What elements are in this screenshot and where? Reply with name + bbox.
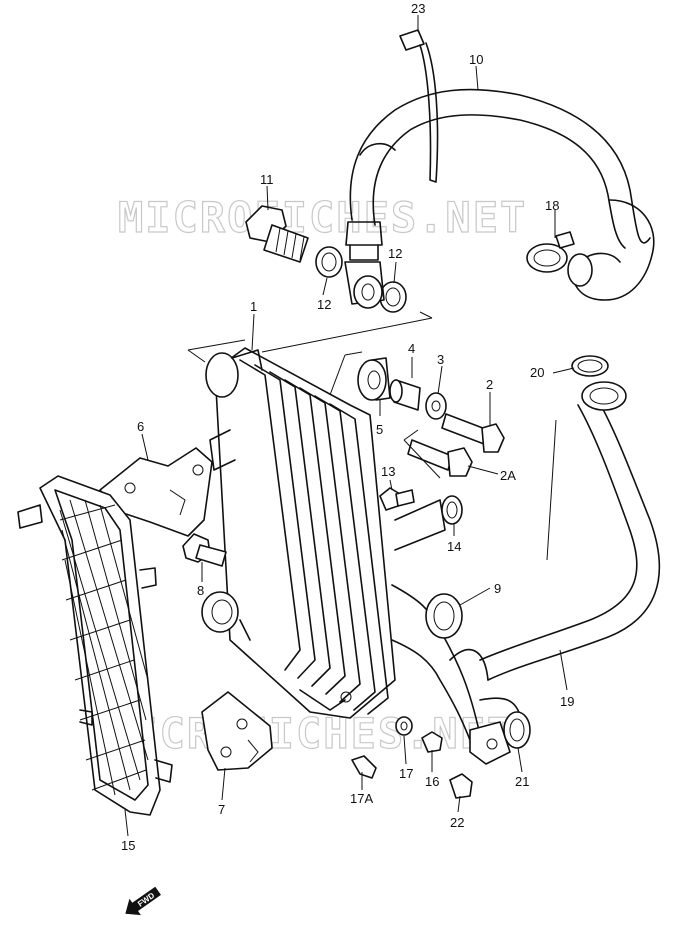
label-part-6: 6 (137, 419, 144, 434)
label-part-8: 8 (197, 583, 204, 598)
part-5-rubber-cushion (357, 357, 391, 401)
label-part-17a: 17A (350, 791, 373, 806)
label-part-12-left: 12 (317, 297, 331, 312)
label-part-5: 5 (376, 422, 383, 437)
label-part-21: 21 (515, 774, 529, 789)
part-8-bolt (182, 533, 227, 567)
label-part-20: 20 (530, 365, 544, 380)
fwd-arrow-icon: FWD (125, 886, 161, 916)
part-22-bolt (449, 773, 473, 799)
assembly-outline (187, 311, 441, 479)
part-21-gasket (503, 711, 531, 749)
label-part-11: 11 (260, 172, 274, 187)
label-part-4: 4 (408, 341, 415, 356)
part-12-washer-right (379, 281, 407, 313)
label-part-10: 10 (469, 52, 483, 67)
part-11-union-bolt (245, 205, 309, 263)
part-2a-bolt (407, 439, 473, 477)
part-23-hose-clip (399, 29, 439, 183)
part-2-bolt (441, 413, 505, 453)
part-17a-bolt (351, 755, 377, 779)
label-part-12-right: 12 (388, 246, 402, 261)
part-12-washer-left (315, 246, 343, 278)
part-18-hose-clamp (526, 231, 575, 273)
label-part-22: 22 (450, 815, 464, 830)
label-part-17: 17 (399, 766, 413, 781)
banjo-fitting (344, 261, 385, 309)
part-15-grille-guard (17, 475, 173, 816)
part-16-bolt (421, 731, 443, 753)
label-part-14: 14 (447, 539, 461, 554)
part-17-washer (395, 716, 413, 736)
label-part-13: 13 (381, 464, 395, 479)
part-4-collar (389, 379, 421, 411)
watermark-top: MICROFICHES.NET (118, 193, 527, 242)
watermark-bottom: MICROFICHES.NET (105, 709, 514, 758)
part-3-washer (425, 392, 447, 420)
label-part-7: 7 (218, 802, 225, 817)
label-part-23: 23 (411, 1, 425, 16)
part-19-oil-pipe (469, 381, 661, 765)
label-part-15: 15 (121, 838, 135, 853)
part-20-o-ring (571, 355, 609, 377)
label-part-16: 16 (425, 774, 439, 789)
part-13-bolt (379, 487, 415, 511)
label-part-1: 1 (250, 299, 257, 314)
label-part-19: 19 (560, 694, 574, 709)
label-part-2a: 2A (500, 468, 516, 483)
label-part-18: 18 (545, 198, 559, 213)
part-1-oil-cooler (205, 347, 446, 719)
grommet (201, 591, 239, 633)
part-6-bracket (99, 447, 213, 537)
label-part-3: 3 (437, 352, 444, 367)
part-9-lower-hose (391, 584, 489, 741)
callout-lines (124, 15, 575, 837)
part-14-gasket (441, 495, 463, 525)
label-part-9: 9 (494, 581, 501, 596)
part-7-lower-bracket (201, 691, 273, 771)
label-part-2: 2 (486, 377, 493, 392)
part-10-upper-hose (345, 88, 655, 301)
